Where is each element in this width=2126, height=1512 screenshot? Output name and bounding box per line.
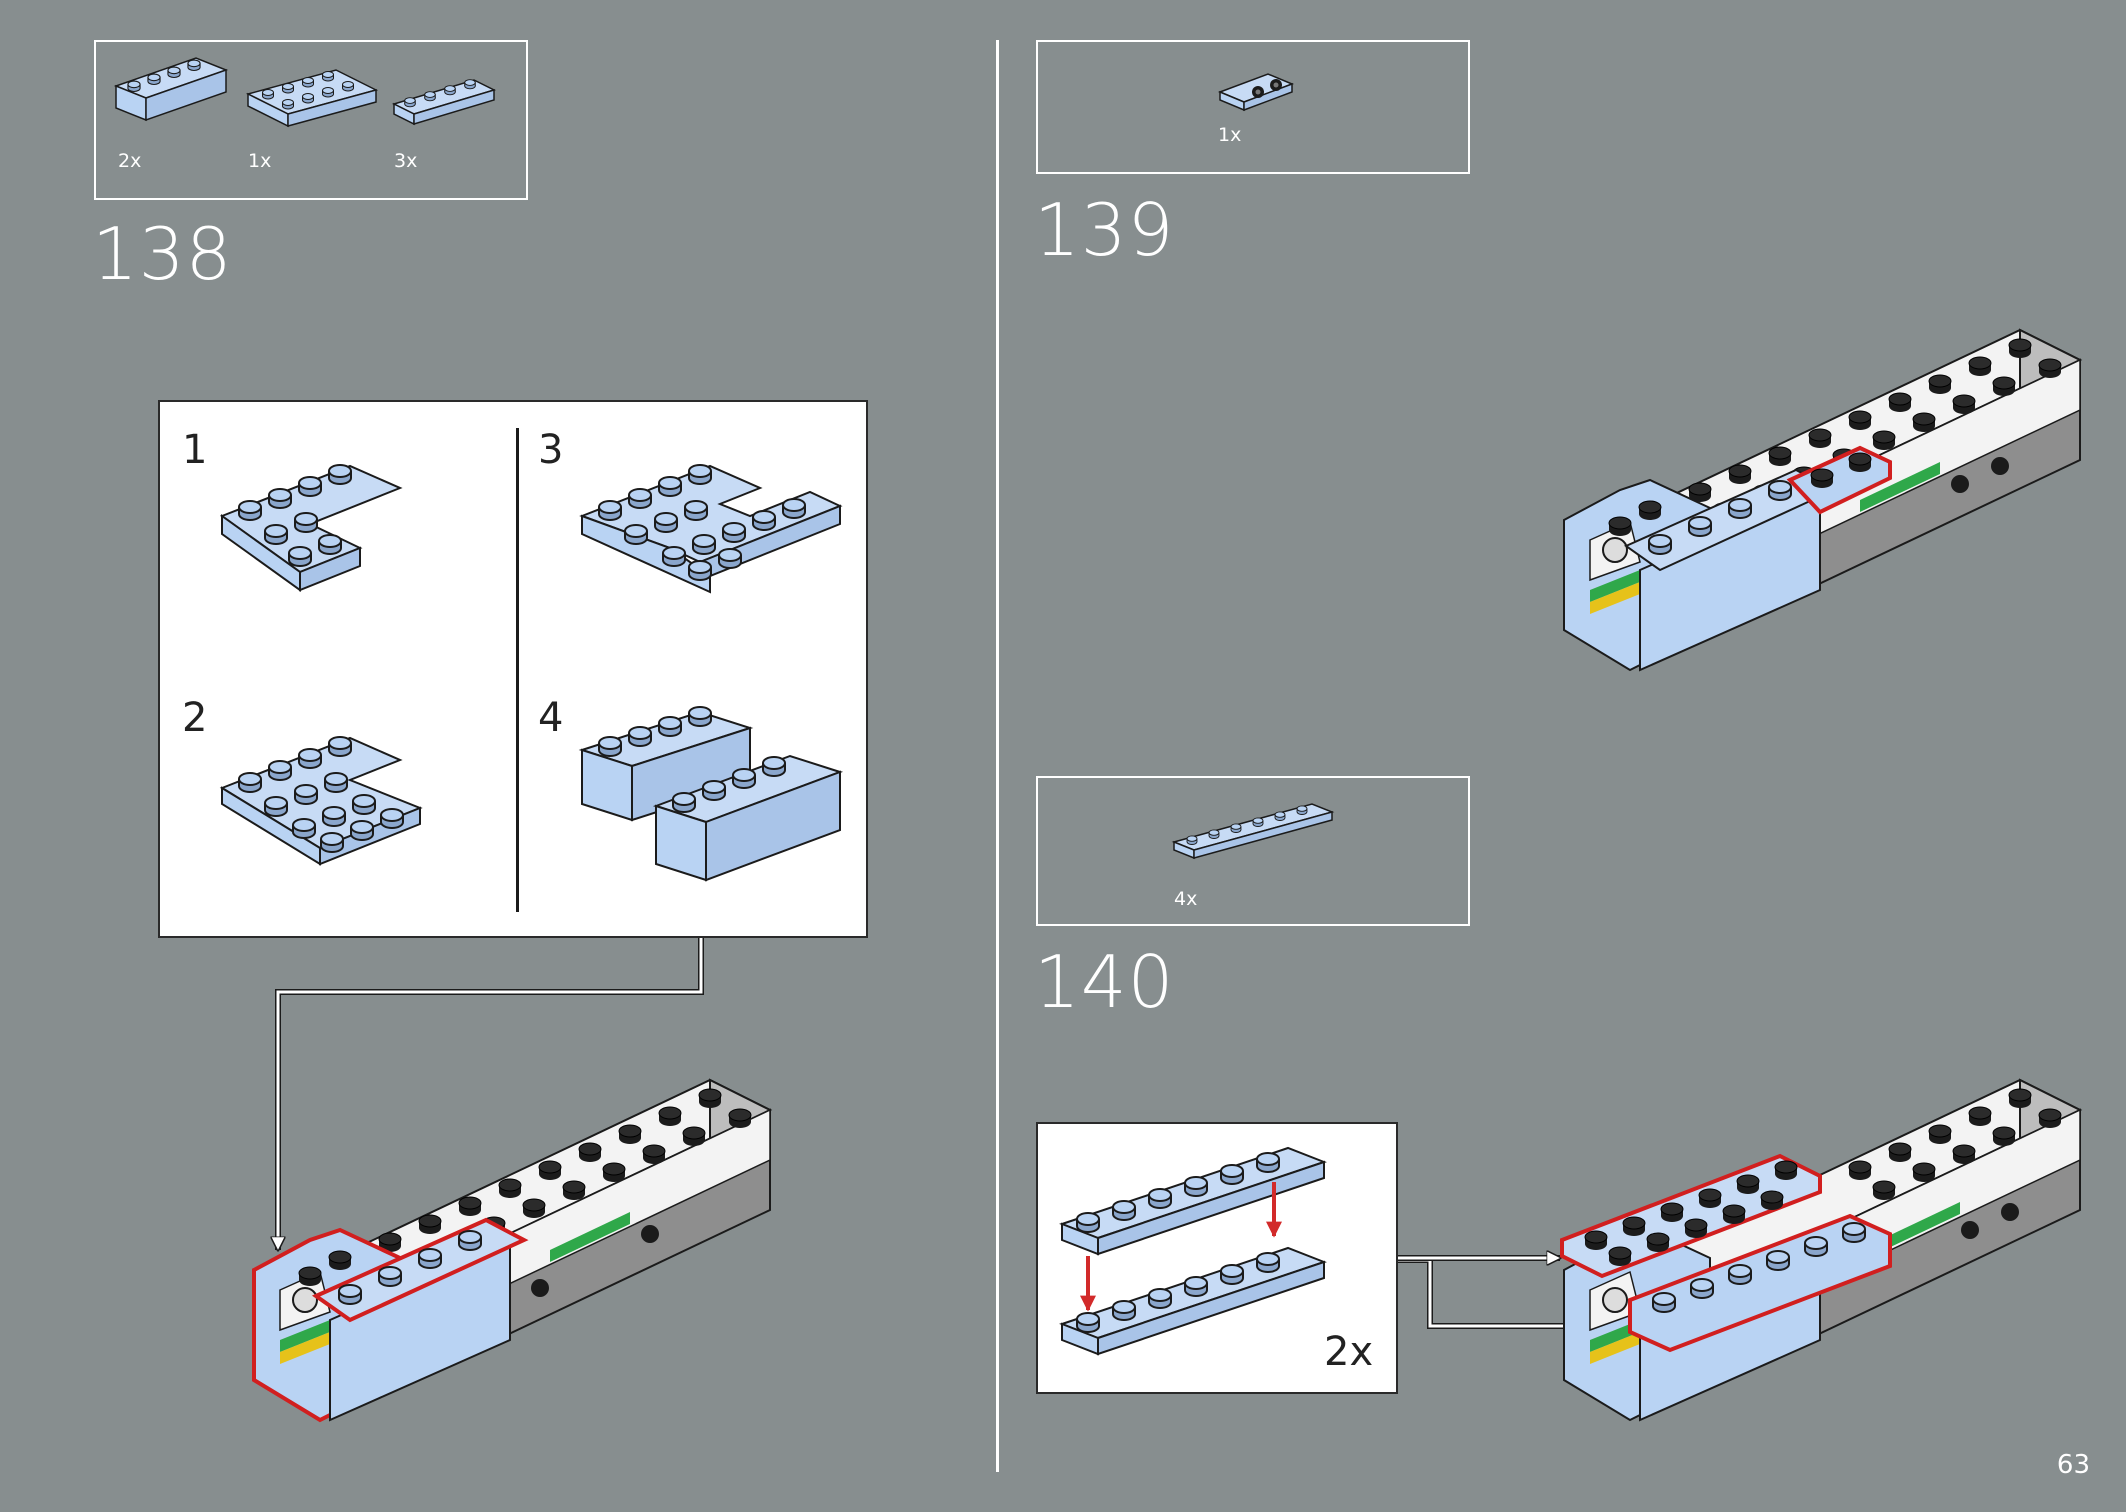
substep3-model	[579, 464, 843, 594]
part-qty-label: 1x	[248, 150, 272, 172]
part-plate-2x4-icon	[245, 69, 379, 128]
step139-parts-box: 1x	[1036, 40, 1470, 174]
page-divider	[996, 40, 999, 1472]
step138-parts-box: 2x 1x 3x	[94, 40, 528, 200]
part-qty-label: 1x	[1218, 124, 1242, 146]
substep-number: 3	[538, 427, 564, 473]
part-qty-label: 2x	[118, 150, 142, 172]
step138-model	[252, 1078, 773, 1423]
subassembly-box: 2x	[1036, 1122, 1398, 1394]
subassembly-multiplier: 2x	[1324, 1329, 1374, 1375]
substep-divider	[516, 428, 519, 912]
substep2-model	[219, 736, 423, 866]
step140-model	[1560, 1078, 2083, 1422]
substep-number: 4	[538, 695, 564, 741]
substep4-model	[578, 706, 844, 882]
substep-number: 2	[182, 695, 208, 741]
substep1-model	[219, 464, 403, 592]
part-qty-label: 3x	[394, 150, 418, 172]
part-brick-1x4-icon	[113, 57, 229, 122]
step-number: 140	[1034, 940, 1175, 1024]
subassembly-box: 1 2 3 4	[158, 400, 868, 938]
step140-parts-box: 4x	[1036, 776, 1470, 926]
subassembly-plates-model	[1059, 1146, 1327, 1356]
step-number: 139	[1034, 188, 1175, 272]
part-plate-1x2-with-pins-icon	[1217, 73, 1295, 112]
step139-model	[1563, 328, 2083, 672]
part-plate-1x4-icon	[391, 79, 497, 126]
part-plate-1x6-icon	[1171, 803, 1335, 860]
page-number: 63	[2056, 1450, 2090, 1480]
substep-number: 1	[182, 427, 208, 473]
step-number: 138	[92, 212, 233, 296]
part-qty-label: 4x	[1174, 888, 1198, 910]
